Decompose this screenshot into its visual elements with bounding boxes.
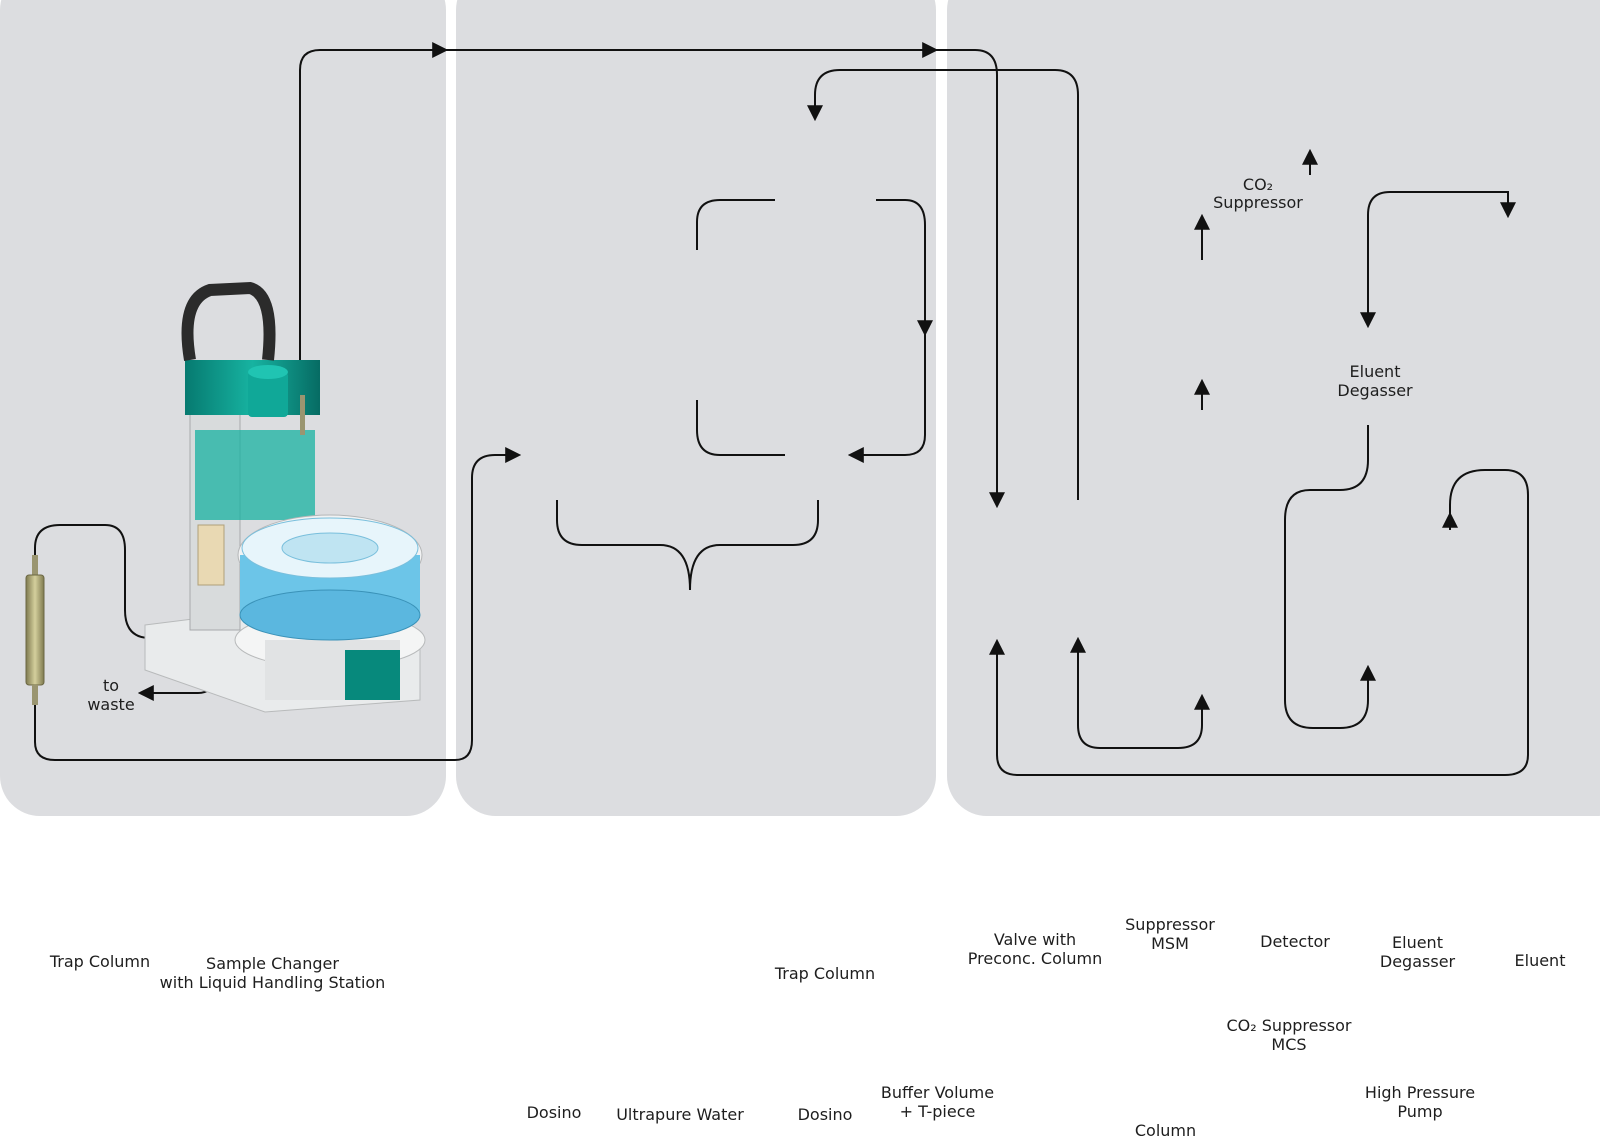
line-tpiece-right-loop [876, 199, 933, 337]
line-valve-to-tpiece [807, 69, 1079, 500]
sample-changer [144, 281, 426, 713]
line-eluent-to-degasser [1360, 191, 1516, 329]
legend-dosino-right: Dosino [797, 1105, 853, 1124]
panel-ion-chromatograph [947, 0, 1600, 816]
legend-column: Column [1134, 1121, 1197, 1140]
legend-buffer-volume: Buffer Volume+ T-piece [880, 1083, 995, 1121]
legend-detector: Detector [1260, 932, 1330, 951]
line-degasser-to-pump [1284, 425, 1376, 729]
line-pump-to-valve [989, 520, 1529, 776]
line-trap-to-dosino [34, 447, 522, 761]
flow-lines [34, 42, 1529, 776]
trap-column-left [25, 555, 45, 705]
legend-dosino-left: Dosino [526, 1103, 582, 1122]
line-dosino-water [556, 500, 691, 591]
legend-trap-column-mid: Trap Column [774, 964, 876, 983]
legend-eluent: Eluent [1514, 951, 1566, 970]
line-changer-to-top [299, 42, 449, 400]
line-valve-to-column [1070, 636, 1210, 749]
line-trap-upper [34, 524, 203, 639]
line-pump-out [1449, 469, 1529, 530]
legend-ultrapure-water: Ultrapure Water [616, 1105, 744, 1124]
legend-trap-column-left: Trap Column [49, 952, 151, 971]
line-tpiece-left-loop [696, 199, 775, 250]
